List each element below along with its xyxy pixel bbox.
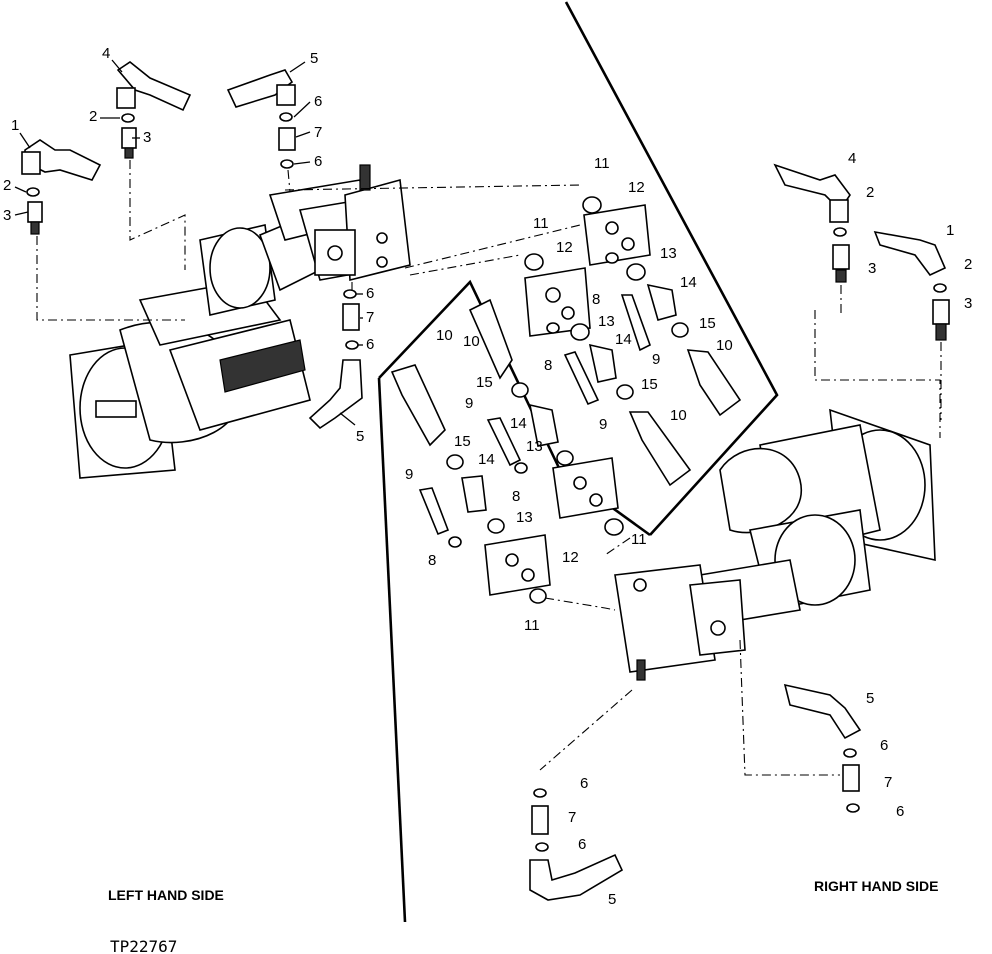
right-hand-side-caption: RIGHT HAND SIDE [814,878,938,894]
callout-2: 2 [964,256,972,273]
callout-10: 10 [463,333,480,350]
left-pump-assembly [69,164,411,479]
valve-kits [390,196,742,604]
callout-2: 2 [89,108,97,125]
callout-13: 13 [526,438,543,455]
callout-9: 9 [652,351,660,368]
callout-12: 12 [556,239,573,256]
callout-7: 7 [314,124,322,141]
callout-5: 5 [608,891,616,908]
divider-lines [377,1,779,923]
callout-1: 1 [946,222,954,239]
callout-14: 14 [510,415,527,432]
callout-13: 13 [660,245,677,262]
callout-6: 6 [896,803,904,820]
callout-12: 12 [628,179,645,196]
callout-8: 8 [512,488,520,505]
callout-4: 4 [848,150,856,167]
callout-10: 10 [716,337,733,354]
callout-3: 3 [3,207,11,224]
callout-7: 7 [366,309,374,326]
callout-6: 6 [580,775,588,792]
callout-15: 15 [454,433,471,450]
callout-13: 13 [598,313,615,330]
callout-6: 6 [366,285,374,302]
callout-4: 4 [102,45,110,62]
figure-code: TP22767 [110,937,177,954]
callout-2: 2 [866,184,874,201]
callout-5: 5 [356,428,364,445]
callout-14: 14 [680,274,697,291]
callout-13: 13 [516,509,533,526]
callout-3: 3 [964,295,972,312]
callout-7: 7 [568,809,576,826]
callout-3: 3 [143,129,151,146]
callout-15: 15 [641,376,658,393]
callout-10: 10 [670,407,687,424]
callout-15: 15 [476,374,493,391]
callout-9: 9 [465,395,473,412]
callout-6: 6 [314,93,322,110]
callout-8: 8 [592,291,600,308]
leader-lines [14,59,363,426]
callout-11: 11 [594,155,610,172]
callout-8: 8 [544,357,552,374]
callout-14: 14 [615,331,632,348]
callout-8: 8 [428,552,436,569]
callout-14: 14 [478,451,495,468]
left-hand-side-caption: LEFT HAND SIDE [108,887,224,903]
callout-10: 10 [436,327,453,344]
right-fittings [529,163,950,901]
callout-6: 6 [314,153,322,170]
callout-11: 11 [533,215,549,232]
callout-5: 5 [866,690,874,707]
callout-11: 11 [524,617,540,634]
callout-7: 7 [884,774,892,791]
callout-1: 1 [11,117,19,134]
right-pump-assembly [284,184,941,776]
callout-11: 11 [631,531,647,548]
callout-labels: 1 2 3 4 2 3 5 6 7 6 6 7 6 5 11 12 11 12 … [3,45,972,908]
callout-6: 6 [366,336,374,353]
callout-2: 2 [3,177,11,194]
callout-5: 5 [310,50,318,67]
callout-12: 12 [562,549,579,566]
left-fittings [21,61,363,430]
callout-6: 6 [578,836,586,853]
callout-9: 9 [405,466,413,483]
callout-9: 9 [599,416,607,433]
callout-3: 3 [868,260,876,277]
callout-6: 6 [880,737,888,754]
callout-15: 15 [699,315,716,332]
